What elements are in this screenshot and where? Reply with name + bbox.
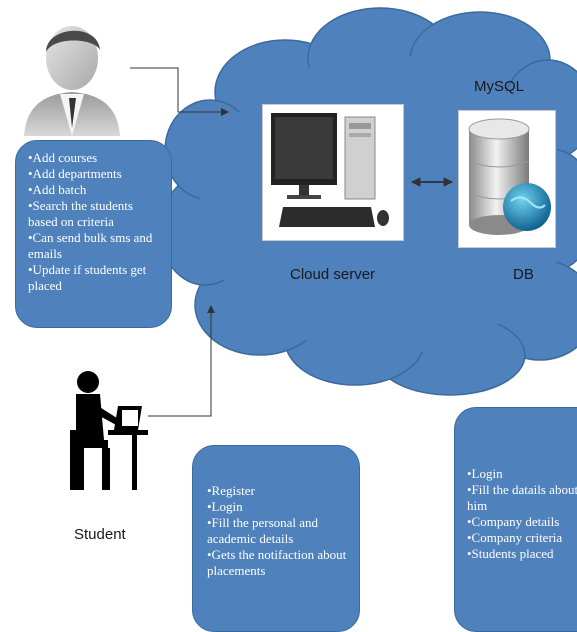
cloud-server-label: Cloud server [290,266,376,283]
admin-action-item: •Add departments [28,166,122,181]
admin-actions-box: •Add courses •Add departments •Add batch… [15,140,172,328]
student-label: Student [74,526,126,543]
company-action-item: •Fill the datails about him [467,482,577,513]
student-actions-list: •Register •Login •Fill the personal and … [207,483,351,579]
admin-action-item: •Add batch [28,182,87,197]
company-actions-list: •Login •Fill the datails about him •Comp… [467,466,577,562]
student-action-item: •Register [207,483,255,498]
student-action-item: •Gets the notifaction about placements [207,547,347,578]
company-action-item: •Company details [467,514,560,529]
student-action-item: •Fill the personal and academic details [207,515,319,546]
admin-avatar [14,8,130,136]
student-to-cloud-arrow [148,305,215,417]
company-action-item: •Company criteria [467,530,563,545]
student-action-item: •Login [207,499,243,514]
student-figure [62,370,148,498]
database-icon [468,118,551,235]
admin-to-cloud-arrow [130,67,229,116]
company-action-item: •Login [467,466,503,481]
admin-action-item: •Search the students based on criteria [28,198,133,229]
student-actions-box: •Register •Login •Fill the personal and … [192,445,360,632]
admin-action-item: •Can send bulk sms and emails [28,230,153,261]
db-panel [458,110,556,248]
cloud-server-panel [262,104,404,241]
admin-action-item: •Update if students get placed [28,262,147,293]
mysql-label: MySQL [474,78,525,95]
admin-action-item: •Add courses [28,150,98,165]
student-at-computer-icon [70,371,148,490]
admin-user-icon [24,26,120,136]
computer-icon [271,113,389,227]
company-action-item: •Students placed [467,546,554,561]
company-actions-box: •Login •Fill the datails about him •Comp… [454,407,577,632]
db-label: DB [513,266,534,283]
admin-actions-list: •Add courses •Add departments •Add batch… [28,150,163,294]
